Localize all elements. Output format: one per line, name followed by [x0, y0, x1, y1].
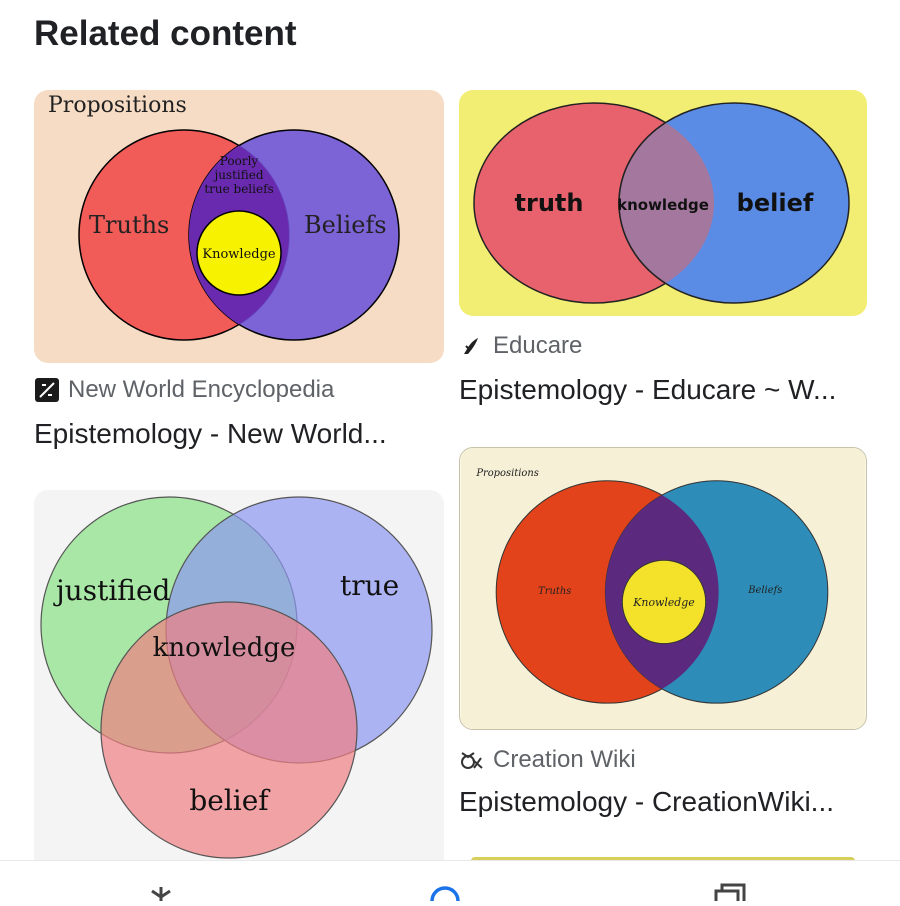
diagram-overlap-line3: true beliefs — [204, 182, 273, 196]
venn-diagram-justified-true-belief: justified true belief knowledge — [34, 490, 444, 860]
diagram-overlap-line1: Poorly — [220, 154, 259, 168]
venn-diagram-truth-belief: truth knowledge belief — [459, 90, 867, 316]
result-thumbnail-partial[interactable] — [471, 857, 855, 861]
result-source: Educare — [459, 332, 582, 360]
result-thumbnail-creation-wiki[interactable]: Propositions Truths Beliefs Knowledge — [459, 447, 867, 730]
diagram-label-top-right: true — [340, 569, 399, 602]
educare-favicon-icon — [459, 333, 485, 359]
diagram-label-left: truth — [515, 189, 584, 217]
diagram-center-label: knowledge — [617, 196, 709, 214]
diagram-label-left: Truths — [89, 211, 169, 239]
result-source: Creation Wiki — [459, 746, 636, 774]
diagram-heading: Propositions — [48, 93, 187, 118]
diagram-center-label: Knowledge — [632, 596, 694, 609]
diagram-heading: Propositions — [475, 468, 539, 479]
diagram-overlap-line2: justified — [212, 168, 263, 182]
collections-icon[interactable] — [712, 881, 752, 901]
diagram-center-label: knowledge — [153, 633, 296, 663]
diagram-label-bottom: belief — [189, 784, 271, 817]
result-title[interactable]: Epistemology - CreationWiki... — [459, 786, 835, 817]
diagram-label-right: Beliefs — [747, 585, 782, 596]
result-thumbnail-three-circle-venn[interactable]: justified true belief knowledge — [34, 490, 444, 860]
search-icon[interactable] — [428, 881, 468, 902]
venn-diagram-propositions: Propositions Truths Beliefs Poorly justi… — [34, 90, 444, 363]
result-thumbnail-educare[interactable]: truth knowledge belief — [459, 90, 867, 316]
new-world-encyclopedia-favicon-icon — [34, 377, 60, 403]
result-source-label: Creation Wiki — [493, 746, 636, 773]
diagram-label-left: Truths — [538, 586, 571, 597]
discover-icon[interactable] — [146, 881, 186, 901]
result-source-label: New World Encyclopedia — [68, 376, 335, 403]
diagram-center-label: Knowledge — [202, 247, 276, 262]
result-source: New World Encyclopedia — [34, 376, 334, 404]
diagram-label-top-left: justified — [53, 574, 171, 607]
result-source-label: Educare — [493, 332, 583, 359]
result-title[interactable]: Epistemology - New World... — [34, 418, 387, 449]
result-title[interactable]: Epistemology - Educare ~ W... — [459, 374, 837, 405]
section-title: Related content — [34, 14, 297, 53]
diagram-label-right: belief — [737, 189, 814, 217]
bottom-navigation-bar — [0, 860, 900, 902]
result-thumbnail-new-world-encyclopedia[interactable]: Propositions Truths Beliefs Poorly justi… — [34, 90, 444, 363]
creation-wiki-favicon-icon — [459, 747, 485, 773]
venn-diagram-propositions-creation-wiki: Propositions Truths Beliefs Knowledge — [460, 448, 866, 729]
diagram-label-right: Beliefs — [304, 211, 387, 239]
